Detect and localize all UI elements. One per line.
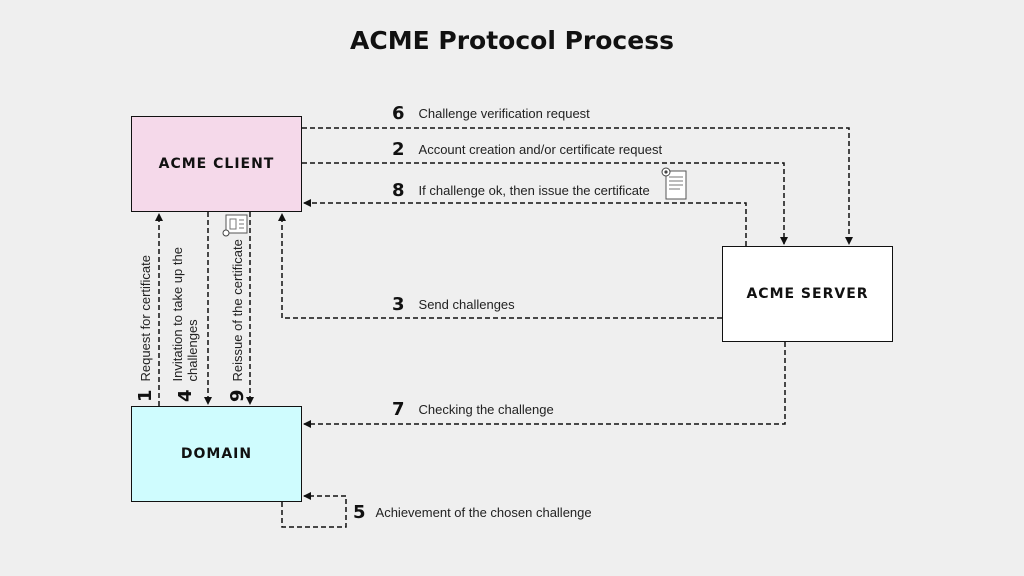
- step-2: 2 Account creation and/or certificate re…: [392, 139, 662, 160]
- acme-server-label: ACME SERVER: [746, 286, 869, 302]
- step-number: 7: [392, 399, 405, 420]
- arrow-step-5: [281, 492, 347, 528]
- step-label: Request for certificate: [138, 255, 153, 382]
- step-label-line-1: Invitation to take up the: [170, 247, 185, 382]
- step-number: 5: [353, 502, 366, 523]
- diagram-title: ACME Protocol Process: [350, 26, 674, 55]
- step-5: 5 Achievement of the chosen challenge: [353, 502, 592, 523]
- step-number: 2: [392, 139, 405, 160]
- step-1: 1 Request for certificate: [135, 255, 156, 402]
- arrow-step-7: [303, 342, 786, 428]
- acme-client-label: ACME CLIENT: [158, 156, 275, 172]
- step-number: 8: [392, 180, 405, 201]
- arrow-step-2: [302, 162, 788, 245]
- step-label: Checking the challenge: [418, 402, 554, 417]
- arrow-step-6: [302, 127, 853, 245]
- arrow-step-3: [278, 213, 722, 319]
- step-9: 9 Reissue of the certificate: [227, 239, 248, 402]
- step-8: 8 If challenge ok, then issue the certif…: [392, 180, 650, 201]
- step-number: 3: [392, 294, 405, 315]
- step-6: 6 Challenge verification request: [392, 103, 590, 124]
- step-label-line-2: challenges: [185, 319, 200, 382]
- step-number: 9: [227, 389, 248, 402]
- step-label: Reissue of the certificate: [230, 239, 245, 382]
- step-number: 6: [392, 103, 405, 124]
- step-7: 7 Checking the challenge: [392, 399, 554, 420]
- step-label: Achievement of the chosen challenge: [375, 505, 592, 520]
- step-number: 4: [174, 389, 196, 402]
- badge-icon: [222, 214, 248, 237]
- certificate-icon: [661, 167, 687, 200]
- arrow-step-8: [303, 199, 747, 246]
- acme-server-box: ACME SERVER: [722, 246, 893, 342]
- domain-box: DOMAIN: [131, 406, 302, 502]
- acme-client-box: ACME CLIENT: [131, 116, 302, 212]
- domain-label: DOMAIN: [180, 446, 253, 462]
- step-3: 3 Send challenges: [392, 294, 515, 315]
- step-label: If challenge ok, then issue the certific…: [418, 183, 650, 198]
- step-number: 1: [135, 389, 156, 402]
- step-label: Challenge verification request: [418, 106, 590, 121]
- step-label: Account creation and/or certificate requ…: [418, 142, 663, 157]
- step-label: Send challenges: [418, 297, 515, 312]
